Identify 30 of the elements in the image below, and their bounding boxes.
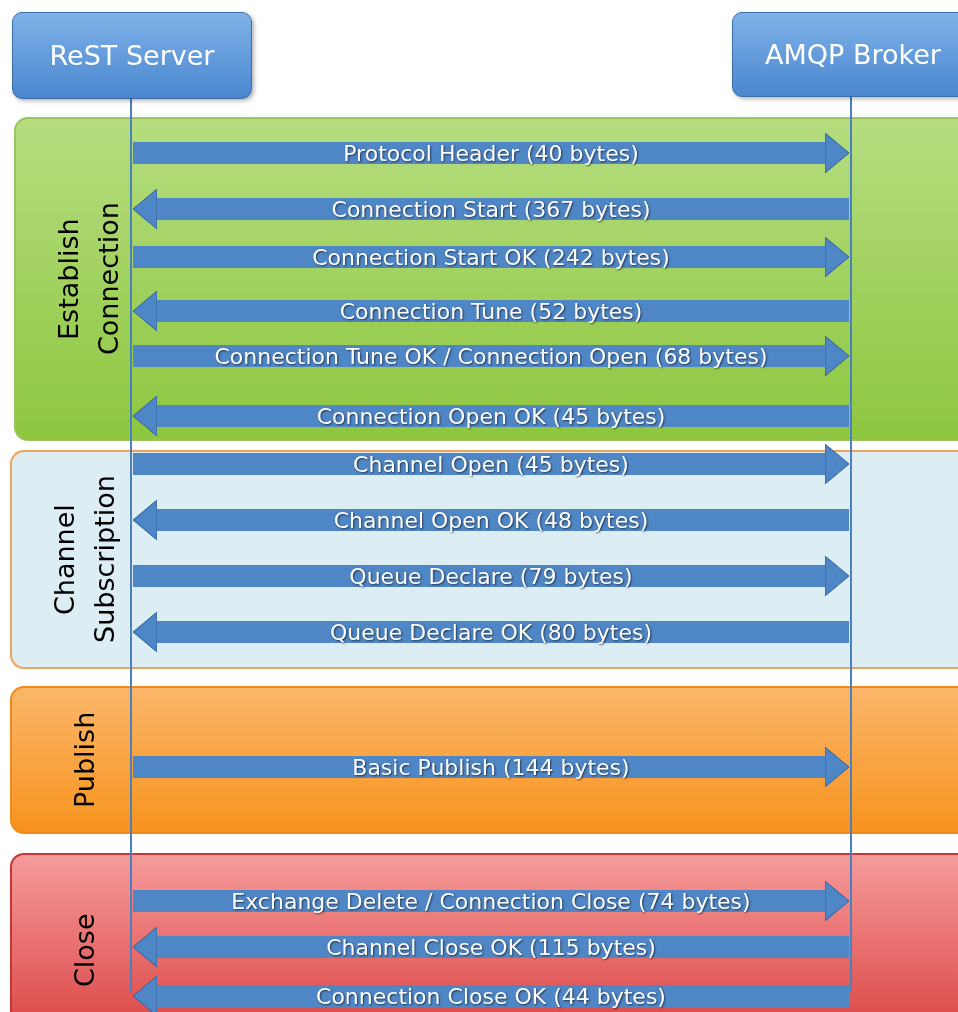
- phase-label: Establish Connection: [51, 201, 125, 358]
- message-label: Connection Open OK (45 bytes): [316, 403, 666, 429]
- message-arrow: [133, 746, 850, 788]
- message-label: Channel Open (45 bytes): [353, 451, 629, 477]
- lifeline-header: AMQP Broker: [732, 12, 958, 97]
- lifeline: [129, 97, 133, 992]
- message-arrow: [132, 611, 849, 653]
- message-label: Channel Open OK (48 bytes): [333, 507, 649, 533]
- message-arrow: [133, 555, 850, 597]
- message-label: Connection Tune OK / Connection Open (68 bytes): [214, 343, 768, 369]
- message-arrow: [133, 132, 850, 174]
- message-label: Connection Start OK (242 bytes): [312, 244, 670, 270]
- lifeline-header: ReST Server: [12, 12, 252, 99]
- message-arrow: [133, 443, 850, 485]
- phase-label: Close: [67, 912, 101, 989]
- message-arrow: [132, 499, 849, 541]
- message-arrow: [132, 975, 849, 1012]
- message-label: Connection Close OK (44 bytes): [316, 983, 666, 1009]
- message-label: Exchange Delete / Connection Close (74 bytes): [231, 888, 751, 914]
- message-label: Connection Tune (52 bytes): [339, 298, 643, 324]
- lifeline: [849, 95, 853, 992]
- message-label: Channel Close OK (115 bytes): [326, 934, 656, 960]
- message-label: Basic Publish (144 bytes): [352, 754, 630, 780]
- message-arrow: [132, 395, 849, 437]
- phase-label: Publish: [67, 710, 101, 811]
- message-label: Connection Start (367 bytes): [331, 196, 651, 222]
- phase-label: Channel Subscription: [47, 474, 121, 646]
- message-label: Queue Declare OK (80 bytes): [330, 619, 652, 645]
- message-label: Protocol Header (40 bytes): [343, 140, 639, 166]
- message-label: Queue Declare (79 bytes): [349, 563, 633, 589]
